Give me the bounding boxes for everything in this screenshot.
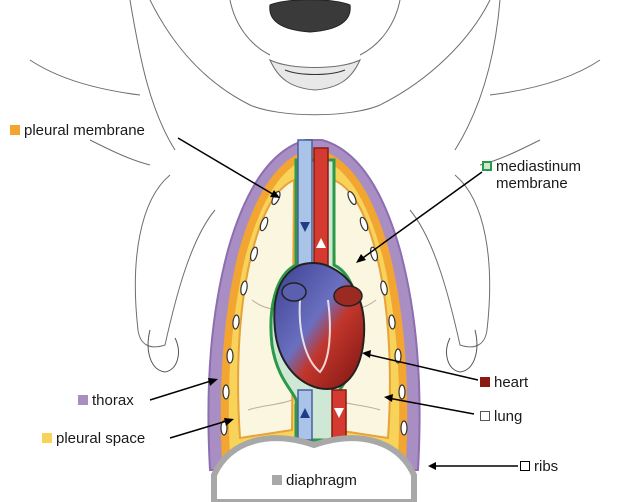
diaphragm-swatch [272,475,282,485]
mediastinum-swatch [482,161,492,171]
diaphragm-text: diaphragm [286,472,357,489]
aorta [313,147,329,276]
label-pleural-membrane: pleural membrane [10,122,145,139]
ribs-swatch [520,461,530,471]
mediastinum-text-line2: membrane [496,175,568,192]
leader-arrowheads [208,190,436,470]
pleural-space-swatch [42,433,52,443]
label-thorax: thorax [78,392,134,409]
flow-arrows [300,222,344,418]
label-lung: lung [480,408,522,425]
label-pleural-space: pleural space [42,430,145,447]
thorax-swatch [78,395,88,405]
diaphragm-muscle [211,435,417,502]
label-mediastinum-membrane: mediastinum membrane [482,158,581,192]
label-ribs: ribs [520,458,558,475]
label-heart: heart [480,374,528,391]
lung-text: lung [494,408,523,425]
ribs-text: ribs [534,458,559,475]
mediastinum-text-line1: mediastinum [496,158,582,175]
pleural-membrane-swatch [10,125,20,135]
leader-lines [149,137,518,467]
pleural-membrane-text: pleural membrane [24,122,145,139]
ribs [220,190,408,436]
pleural-space-text: pleural space [56,430,146,447]
thorax-text: thorax [92,392,134,409]
vena-cava [297,139,313,276]
lung-swatch [480,411,490,421]
dog-sketch [29,0,601,373]
heart-text: heart [494,374,529,391]
heart-swatch [480,377,490,387]
label-diaphragm: diaphragm [272,472,357,489]
